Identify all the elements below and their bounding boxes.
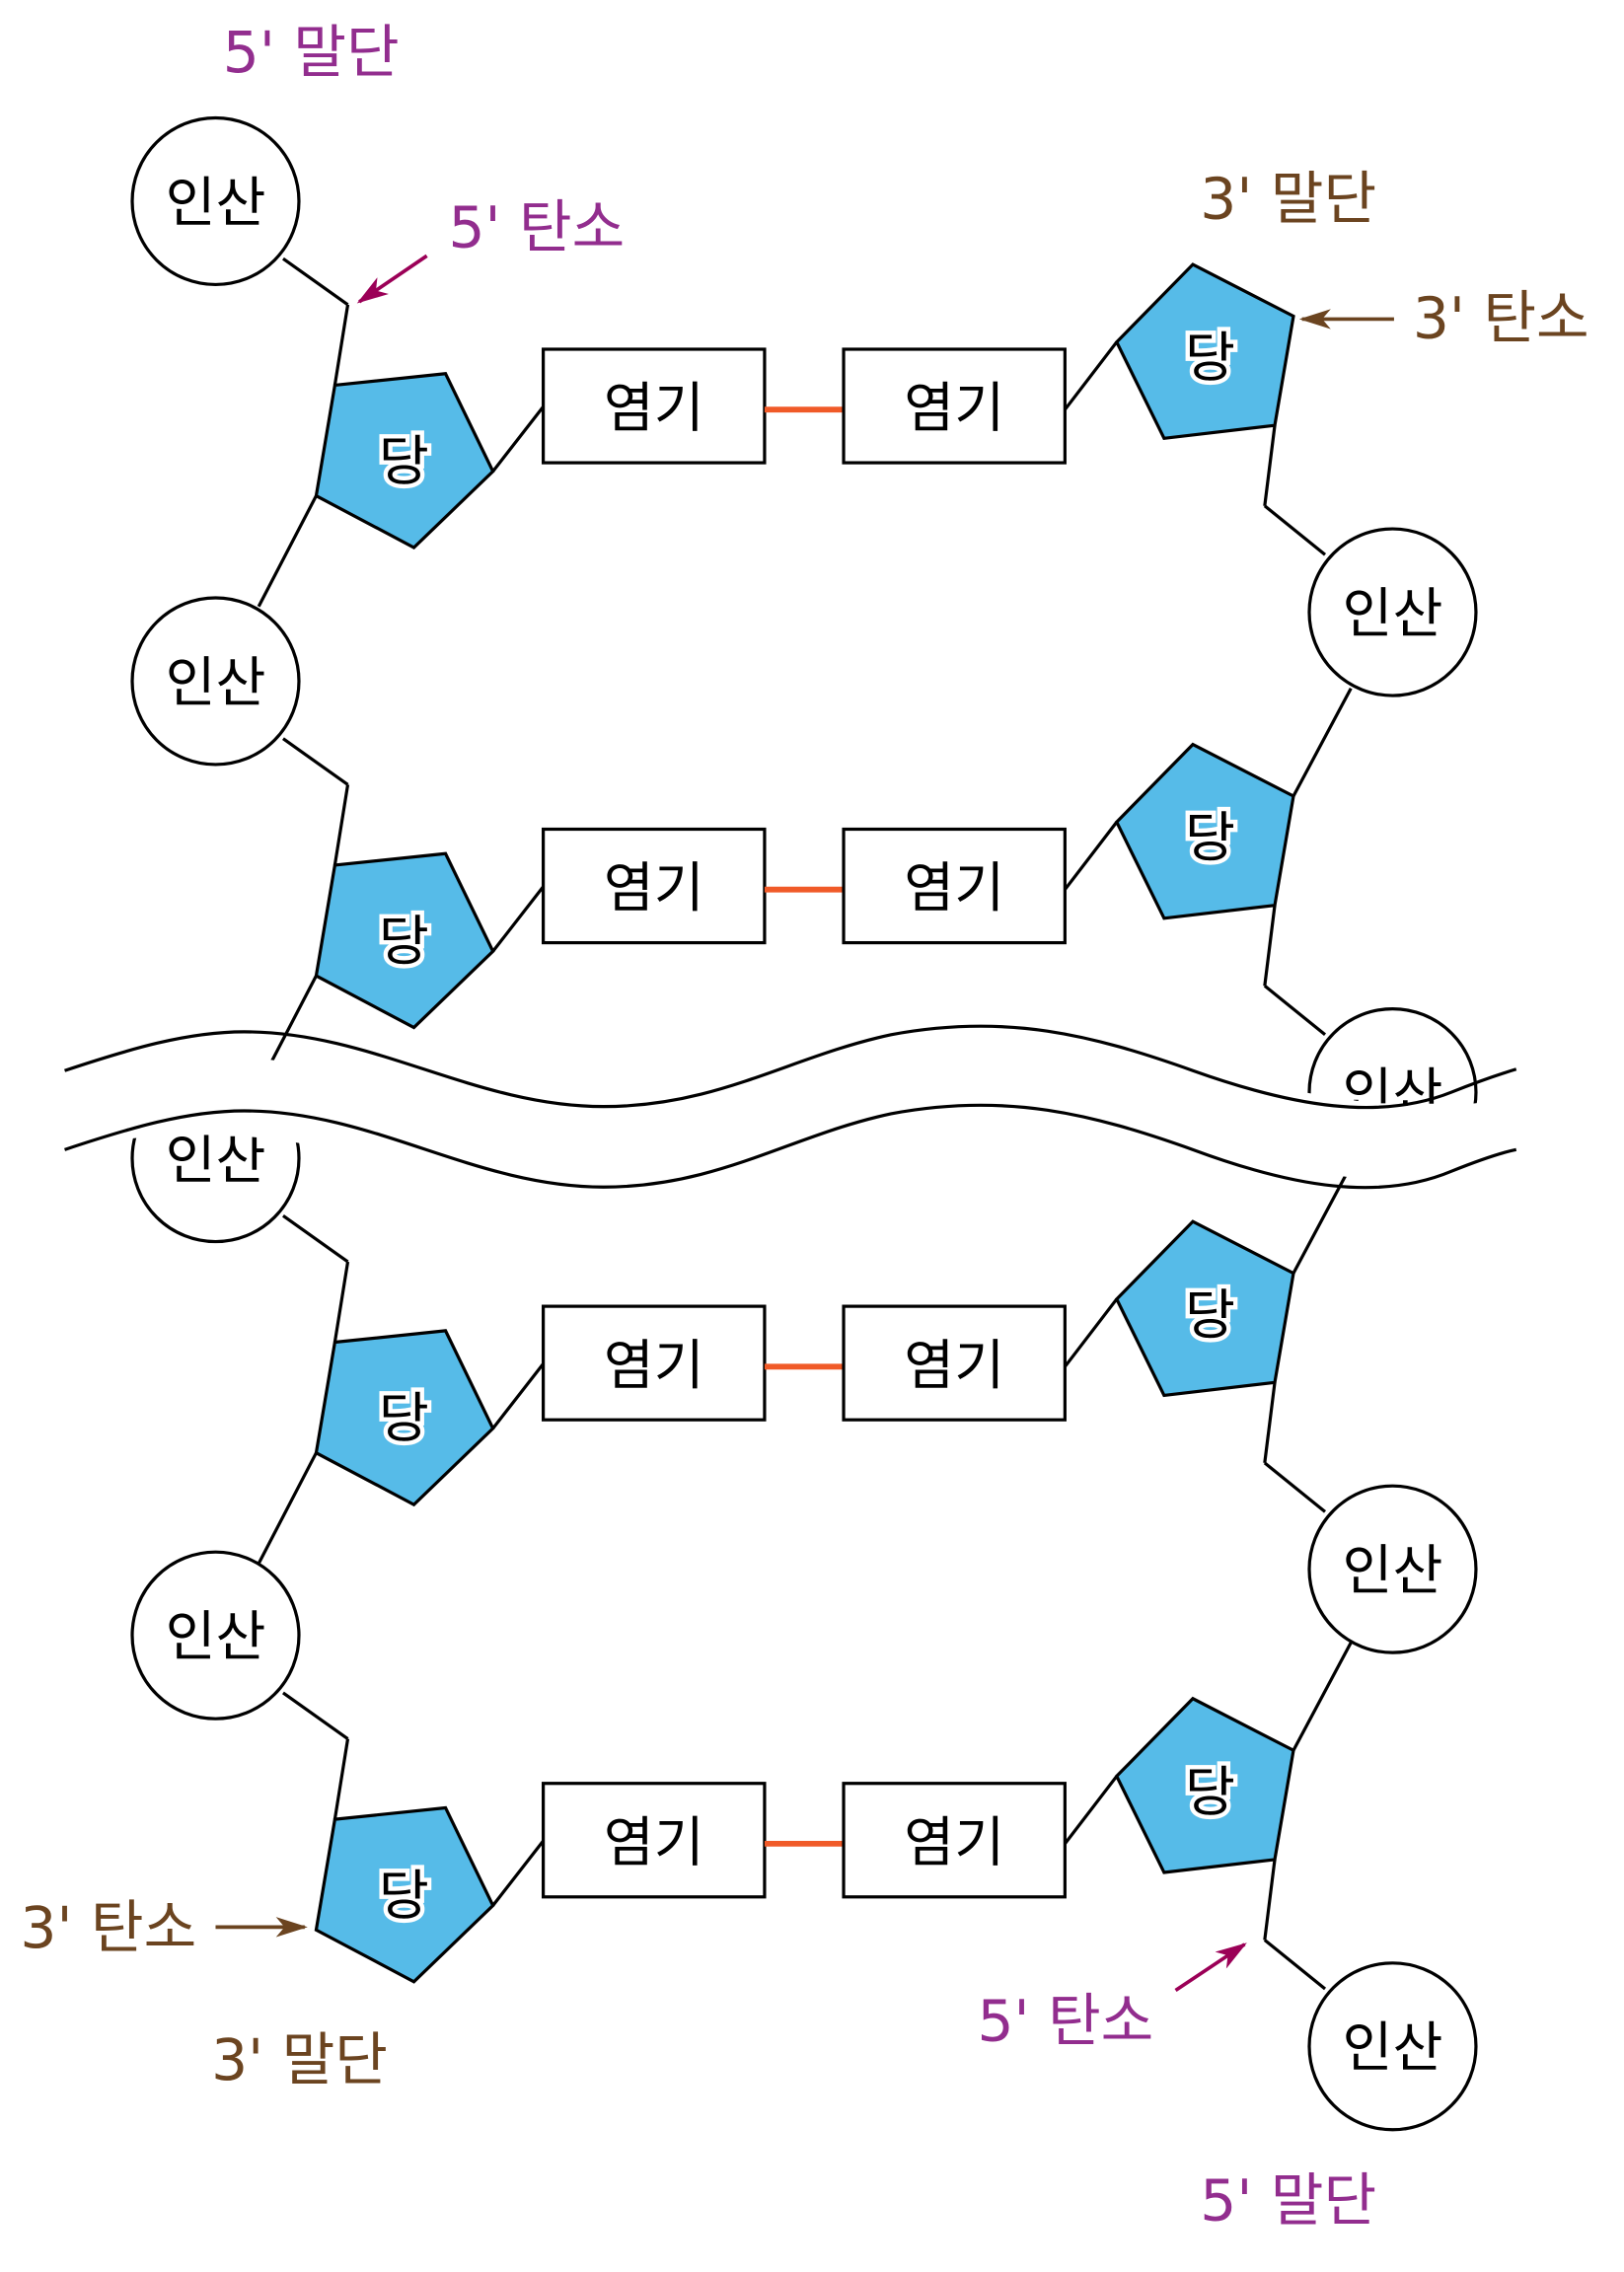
backbone-bond: [1292, 1642, 1353, 1751]
glycosidic-bond: [1064, 821, 1119, 891]
phosphate-right: [1307, 1961, 1478, 2132]
backbone-bond: [257, 494, 318, 608]
five-prime-end-label-bottom: 5' 말단: [1200, 2167, 1376, 2235]
glycosidic-bond: [1064, 340, 1119, 411]
backbone-bond: [282, 737, 349, 786]
sugar-right: [1114, 1696, 1295, 1874]
phosphate-label: 인산: [1343, 583, 1443, 646]
sugar-label: 당: [379, 911, 429, 974]
backbone-bond: [1292, 688, 1353, 797]
glycosidic-bond: [491, 885, 545, 953]
phosphate-label: 인산: [1343, 2017, 1443, 2081]
base-right: [842, 1304, 1067, 1422]
base-right: [842, 347, 1067, 465]
phosphate-right: [1307, 1484, 1478, 1654]
sugar-label: 당: [379, 1865, 429, 1928]
backbone-bond: [282, 1214, 349, 1264]
base-left: [542, 347, 767, 465]
backbone-bond: [1263, 1939, 1327, 1991]
sugar-left: [314, 372, 495, 550]
sugar-label: 당: [1185, 1761, 1235, 1824]
backbone-bond: [1263, 1859, 1277, 1941]
phosphate-left: [130, 1550, 301, 1721]
three-prime-end-label-bottom: 3' 말단: [211, 2026, 388, 2093]
backbone-bond: [282, 1691, 349, 1740]
break-wave-bottom: [64, 1103, 1517, 1190]
backbone-bond: [332, 304, 350, 386]
five-prime-carbon-label-bottom: 5' 탄소: [978, 1987, 1154, 2054]
sugar-left: [314, 851, 495, 1030]
base-label: 염기: [904, 1811, 1004, 1874]
phosphate-label: 인산: [1343, 1540, 1443, 1603]
phosphate-left: [130, 596, 301, 767]
sugar-right: [1114, 1219, 1295, 1398]
sugar-label: 당: [1185, 328, 1235, 391]
base-left: [542, 1304, 767, 1422]
three-prime-carbon-label-bottom: 3' 탄소: [20, 1894, 196, 1961]
phosphate-right: [1307, 1006, 1478, 1107]
phosphate-label: 인산: [166, 652, 266, 715]
sugar-right: [1114, 742, 1295, 920]
backbone-bond: [332, 784, 350, 866]
sugar-label: 당: [379, 1388, 429, 1451]
glycosidic-bond: [491, 1362, 545, 1429]
backbone-bond: [257, 1451, 318, 1565]
backbone-bond: [332, 1738, 350, 1820]
base-label: 염기: [604, 1811, 704, 1874]
backbone-bond: [282, 257, 349, 307]
glycosidic-bond: [1064, 1297, 1119, 1368]
phosphate-left: [130, 115, 301, 287]
glycosidic-bond: [1064, 1775, 1119, 1845]
five-prime-carbon-label-top: 5' 탄소: [448, 194, 625, 261]
base-label: 염기: [904, 857, 1004, 920]
base-right: [842, 827, 1067, 945]
glycosidic-bond: [491, 1839, 545, 1907]
five-prime-carbon-arrow-top: [356, 254, 428, 304]
base-left: [542, 1782, 767, 1899]
base-label: 염기: [604, 378, 704, 441]
three-prime-carbon-label-top: 3' 탄소: [1413, 284, 1589, 351]
sugar-label: 당: [1185, 1284, 1235, 1348]
backbone-bond: [1292, 1164, 1353, 1275]
base-left: [542, 827, 767, 945]
phosphate-left: [130, 1126, 301, 1244]
base-label: 염기: [904, 1335, 1004, 1398]
glycosidic-bond: [491, 405, 545, 473]
break-wave-top: [64, 1024, 1517, 1110]
base-label: 염기: [604, 1335, 704, 1398]
backbone-bond: [1263, 424, 1277, 506]
phosphate-label: 인산: [166, 1606, 266, 1669]
base-label: 염기: [904, 378, 1004, 441]
sugar-label: 당: [1185, 807, 1235, 870]
backbone-bond: [1263, 985, 1327, 1037]
backbone-bond: [332, 1261, 350, 1343]
phosphate-label: 인산: [166, 1129, 266, 1192]
five-prime-end-label-top: 5' 말단: [223, 19, 400, 86]
backbone-bond: [1263, 905, 1277, 987]
sugar-left: [314, 1805, 495, 1984]
base-label: 염기: [604, 857, 704, 920]
backbone-bond: [1263, 504, 1327, 556]
phosphate-right: [1307, 527, 1478, 697]
phosphate-label: 인산: [166, 172, 266, 235]
phosphate-label: 인산: [1343, 1063, 1443, 1126]
sugar-label: 당: [379, 431, 429, 494]
backbone-bond: [1263, 1461, 1327, 1513]
sugar-right: [1114, 262, 1295, 441]
sugar-left: [314, 1329, 495, 1507]
three-prime-end-label-top: 3' 말단: [1200, 165, 1376, 232]
base-right: [842, 1782, 1067, 1899]
five-prime-carbon-arrow-bottom: [1174, 1942, 1247, 1992]
backbone-bond: [1263, 1382, 1277, 1464]
